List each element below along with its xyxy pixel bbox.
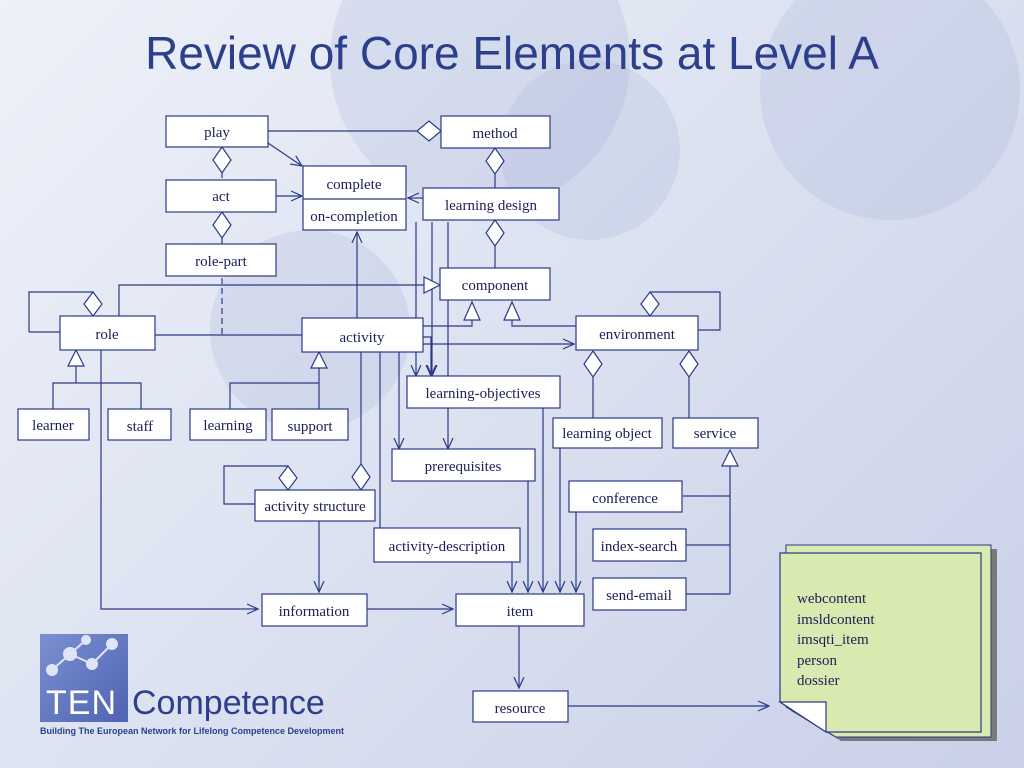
box-learner: learner (17, 408, 90, 441)
box-complete: complete on-completion (302, 165, 407, 231)
box-label: complete (327, 177, 382, 193)
box-learning-objectives: learning-objectives (406, 375, 561, 409)
box-label: act (212, 189, 230, 205)
box-activity: activity (301, 317, 424, 353)
box-learning-object: learning object (552, 417, 663, 449)
box-act: act (165, 179, 277, 213)
box-label: role (95, 327, 119, 343)
box-method: method (440, 115, 551, 149)
box-label: index-search (601, 539, 678, 555)
note-line: webcontent (797, 591, 867, 607)
box-label: service (694, 426, 737, 442)
box-label: component (462, 278, 529, 294)
aggregation-diamonds (83, 120, 699, 492)
box-label: method (473, 126, 518, 142)
box-label: prerequisites (425, 459, 502, 475)
box-label: environment (599, 327, 676, 343)
box-index-search: index-search (592, 528, 687, 562)
box-label: learning-objectives (426, 386, 541, 402)
box-staff: staff (107, 408, 172, 441)
box-label: activity-description (389, 539, 506, 555)
background-decoration (760, 0, 1020, 220)
box-label: activity structure (264, 499, 366, 515)
generalization-triangles (67, 276, 739, 467)
box-label: play (204, 125, 230, 141)
logo-tagline: Building The European Network for Lifelo… (40, 726, 345, 736)
box-prerequisites: prerequisites (391, 448, 536, 482)
box-role-part: role-part (165, 243, 277, 277)
box-label: item (507, 604, 534, 620)
box-resource: resource (472, 690, 569, 723)
box-environment: environment (575, 315, 699, 351)
resource-types-note (777, 544, 997, 741)
box-conference: conference (568, 480, 683, 513)
box-service: service (672, 417, 759, 449)
box-label: role-part (195, 254, 247, 270)
note-text: webcontent imsldcontent imsqti_item pers… (797, 589, 875, 692)
box-role: role (59, 315, 156, 351)
box-play: play (165, 115, 269, 148)
box-component: component (439, 267, 551, 301)
box-activity-description: activity-description (373, 527, 521, 563)
logo-mark-icon (40, 634, 128, 722)
box-label: learning object (562, 426, 652, 442)
logo-competence-text: Competence (132, 684, 325, 722)
box-information: information (261, 593, 368, 627)
box-label: send-email (606, 588, 672, 604)
box-learning: learning (189, 408, 267, 441)
box-label: activity (340, 330, 385, 346)
box-support: support (271, 408, 349, 441)
box-label: information (279, 604, 350, 620)
slide-title: Review of Core Elements at Level A (145, 27, 879, 79)
note-line: dossier (797, 673, 840, 689)
box-label: learner (32, 418, 74, 434)
note-line: imsqti_item (797, 632, 869, 648)
box-label: resource (495, 701, 546, 717)
box-send-email: send-email (592, 577, 687, 611)
box-label: conference (592, 491, 658, 507)
box-label: learning design (445, 198, 538, 214)
box-label: learning (203, 418, 253, 434)
note-line: person (797, 652, 837, 669)
box-activity-structure: activity structure (254, 489, 376, 522)
box-label: staff (127, 419, 153, 435)
box-learning-design: learning design (422, 187, 560, 221)
box-item: item (455, 593, 585, 627)
box-label: on-completion (310, 209, 398, 225)
logo-ten-text: TEN (46, 684, 117, 722)
box-label: support (288, 419, 334, 435)
note-line: imsldcontent (797, 611, 875, 628)
ten-competence-logo: TEN Competence Building The European Net… (38, 634, 344, 744)
